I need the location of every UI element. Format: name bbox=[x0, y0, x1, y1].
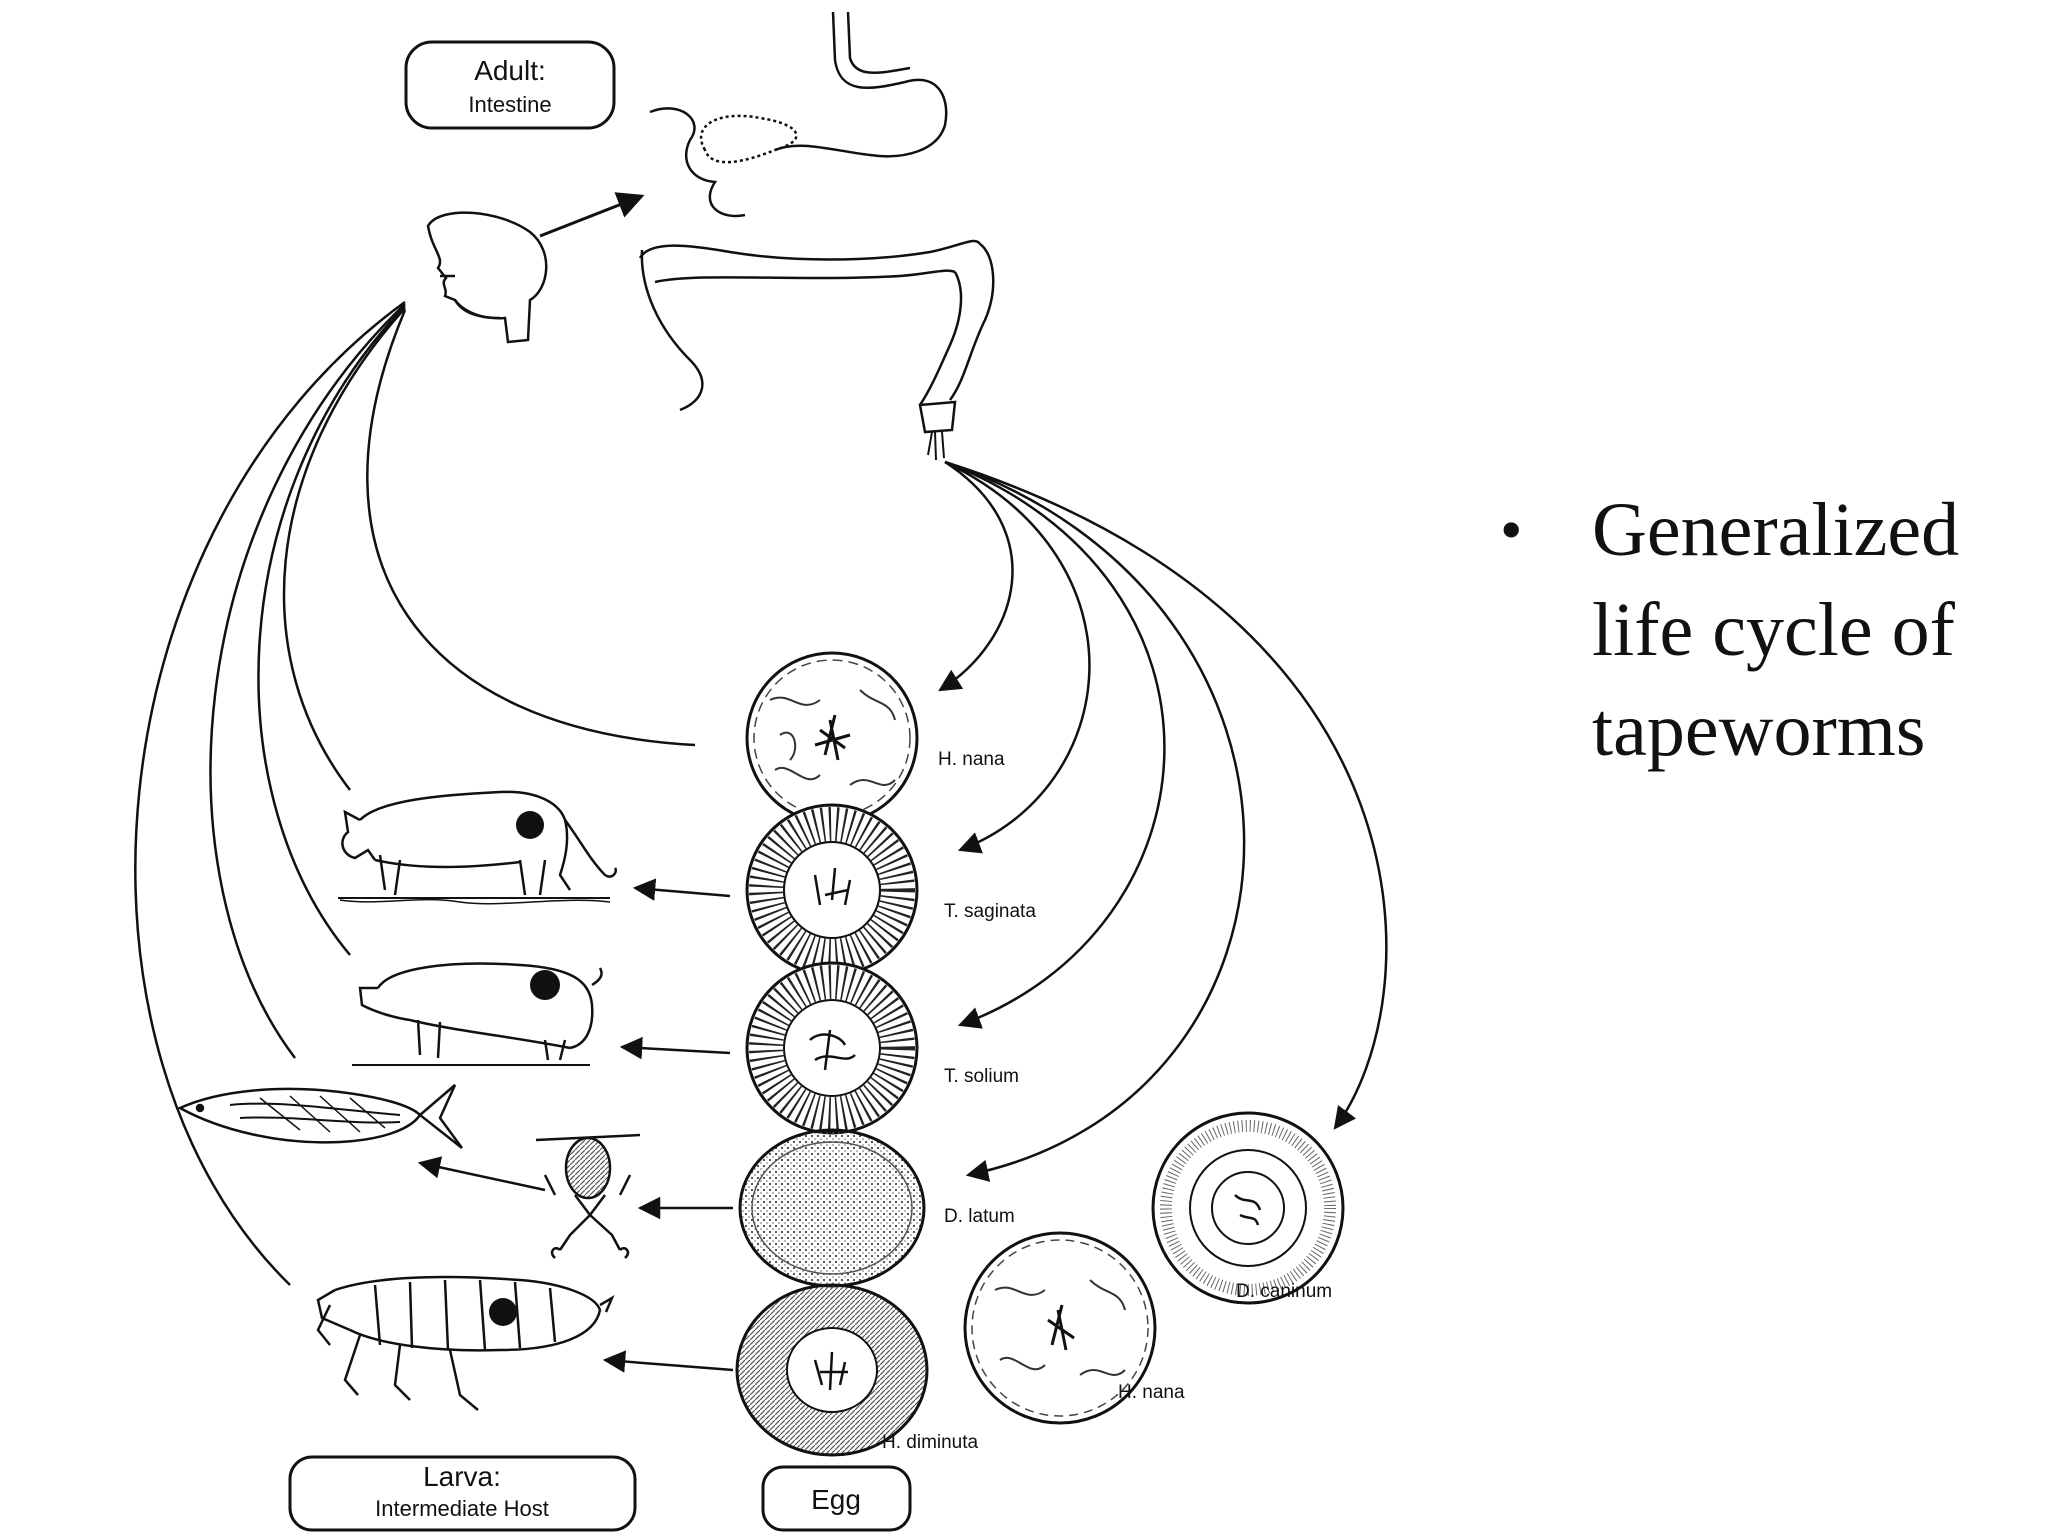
arc-cattle-to-human bbox=[282, 307, 406, 791]
species-label-t-saginata: T. saginata bbox=[944, 901, 1036, 922]
arc-h-nana-to-human bbox=[366, 309, 696, 747]
egg-d-latum bbox=[738, 1128, 926, 1288]
adult-title: Adult: bbox=[474, 55, 546, 86]
arrow-copepod-to-fish bbox=[417, 1156, 546, 1192]
larva-subtitle: Intermediate Host bbox=[375, 1496, 549, 1521]
caption-text: Generalized life cycle of tapeworms bbox=[1592, 480, 2020, 780]
species-label-h-nana-bottom: H. nana bbox=[1118, 1382, 1185, 1403]
arc-intestine-to-d-latum bbox=[944, 460, 1246, 1182]
arrow-t-saginata-to-cattle bbox=[632, 878, 731, 901]
cattle-icon bbox=[338, 790, 617, 905]
egg-t-saginata bbox=[745, 803, 919, 977]
digestive-tract-icon bbox=[638, 11, 995, 461]
egg-h-nana-bottom bbox=[963, 1231, 1157, 1425]
egg-label: Egg bbox=[761, 1465, 912, 1532]
bullet-marker: • bbox=[1500, 494, 1523, 565]
arc-flea-to-human bbox=[134, 300, 406, 1286]
pig-icon bbox=[352, 962, 603, 1066]
cattle-cyst-spot bbox=[516, 811, 544, 839]
species-label-t-solium: T. solium bbox=[944, 1066, 1019, 1087]
arrow-h-diminuta-to-flea bbox=[602, 1350, 734, 1373]
arrow-t-solium-to-pig bbox=[619, 1036, 731, 1060]
fish-icon bbox=[177, 1084, 464, 1149]
adult-intestine-label: Adult: Intestine bbox=[404, 40, 616, 130]
arc-pig-to-human bbox=[257, 305, 406, 956]
species-label-d-caninum: D. caninum bbox=[1236, 1281, 1332, 1302]
human-head-icon bbox=[426, 211, 548, 344]
caption-line: Generalized bbox=[1592, 488, 1960, 572]
flea-icon bbox=[316, 1275, 615, 1411]
flea-cyst-spot bbox=[489, 1298, 517, 1326]
egg-d-caninum bbox=[1151, 1111, 1345, 1305]
egg-h-diminuta bbox=[735, 1283, 929, 1457]
arc-intestine-to-t-saginata bbox=[944, 460, 1091, 854]
larva-title: Larva: bbox=[423, 1461, 501, 1492]
species-label-d-latum: D. latum bbox=[944, 1206, 1015, 1227]
species-label-h-nana-top: H. nana bbox=[938, 749, 1005, 770]
caption-bullet: • Generalized life cycle of tapeworms bbox=[1500, 480, 2020, 780]
caption-line: tapeworms bbox=[1592, 688, 1926, 772]
arc-intestine-to-h-nana bbox=[938, 460, 1014, 692]
egg-title: Egg bbox=[811, 1484, 861, 1515]
egg-t-solium bbox=[745, 961, 919, 1135]
cycle-arcs bbox=[134, 300, 1388, 1373]
arc-intestine-to-d-caninum bbox=[944, 460, 1388, 1130]
arc-intestine-to-t-solium bbox=[944, 460, 1166, 1029]
arc-fish-to-human bbox=[209, 303, 406, 1059]
adult-subtitle: Intestine bbox=[468, 92, 551, 117]
egg-h-nana-top bbox=[745, 651, 919, 825]
pig-cyst-spot bbox=[530, 970, 560, 1000]
species-label-h-diminuta: H. diminuta bbox=[882, 1432, 979, 1453]
larva-intermediate-host-label: Larva: Intermediate Host bbox=[288, 1455, 637, 1532]
copepod-icon bbox=[535, 1133, 641, 1259]
ingestion-arrow bbox=[539, 192, 645, 238]
caption-line: life cycle of bbox=[1592, 588, 1955, 672]
